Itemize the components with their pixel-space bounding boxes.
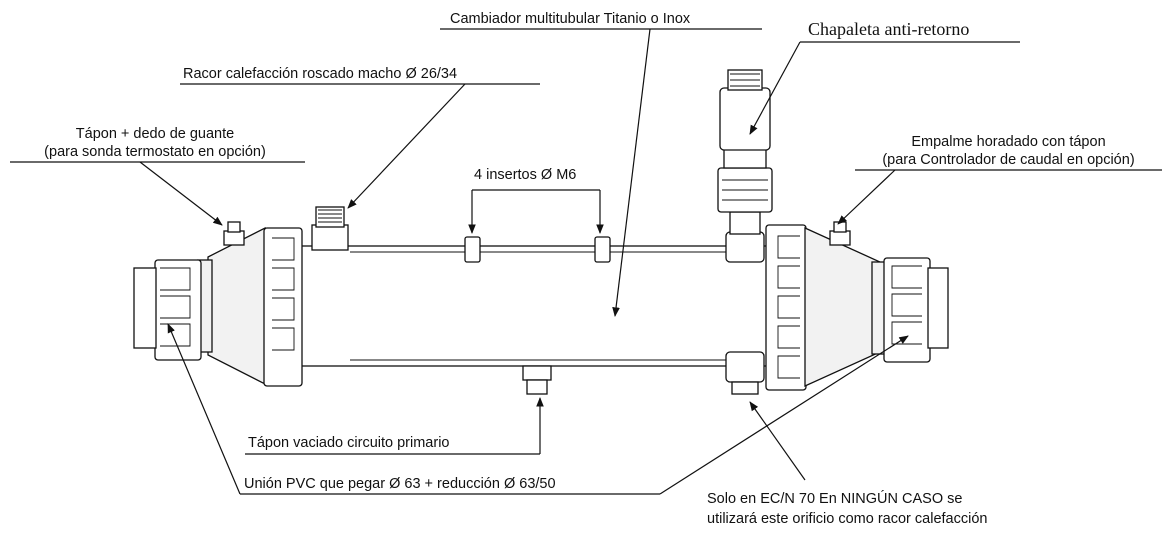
drain-plug-label: Tápon vaciado circuito primario [248,435,450,451]
flow-controller-plug [829,221,851,246]
left-end-cap [133,226,303,387]
check-valve [717,69,773,235]
check-valve-label: Chapaleta anti-retorno [808,19,970,39]
pvc-union-label: Unión PVC que pegar Ø 63 + reducción Ø 6… [244,476,556,492]
thermostat-plug-label-line2: (para sonda termostato en opción) [44,144,266,160]
heating-fitting-left [311,206,349,251]
flow-controller-label-line1: Empalme horadado con tápon [911,134,1106,150]
insert-right [594,236,611,263]
heating-fitting-label: Racor calefacción roscado macho Ø 26/34 [183,66,458,82]
right-end-cap [765,224,949,391]
note-line2: utilizará este orificio como racor calef… [707,511,988,527]
drain-plug [522,365,552,395]
insert-left [464,236,481,263]
flow-controller-label-line2: (para Controlador de caudal en opción) [882,152,1135,168]
thermostat-plug [223,221,245,246]
exchanger-shell [299,245,771,367]
inserts-label: 4 insertos Ø M6 [474,167,577,183]
note-line1: Solo en EC/N 70 En NINGÚN CASO se [707,491,963,507]
exchanger-label: Cambiador multitubular Titanio o Inox [450,11,691,27]
thermostat-plug-label-line1: Tápon + dedo de guante [75,126,235,142]
